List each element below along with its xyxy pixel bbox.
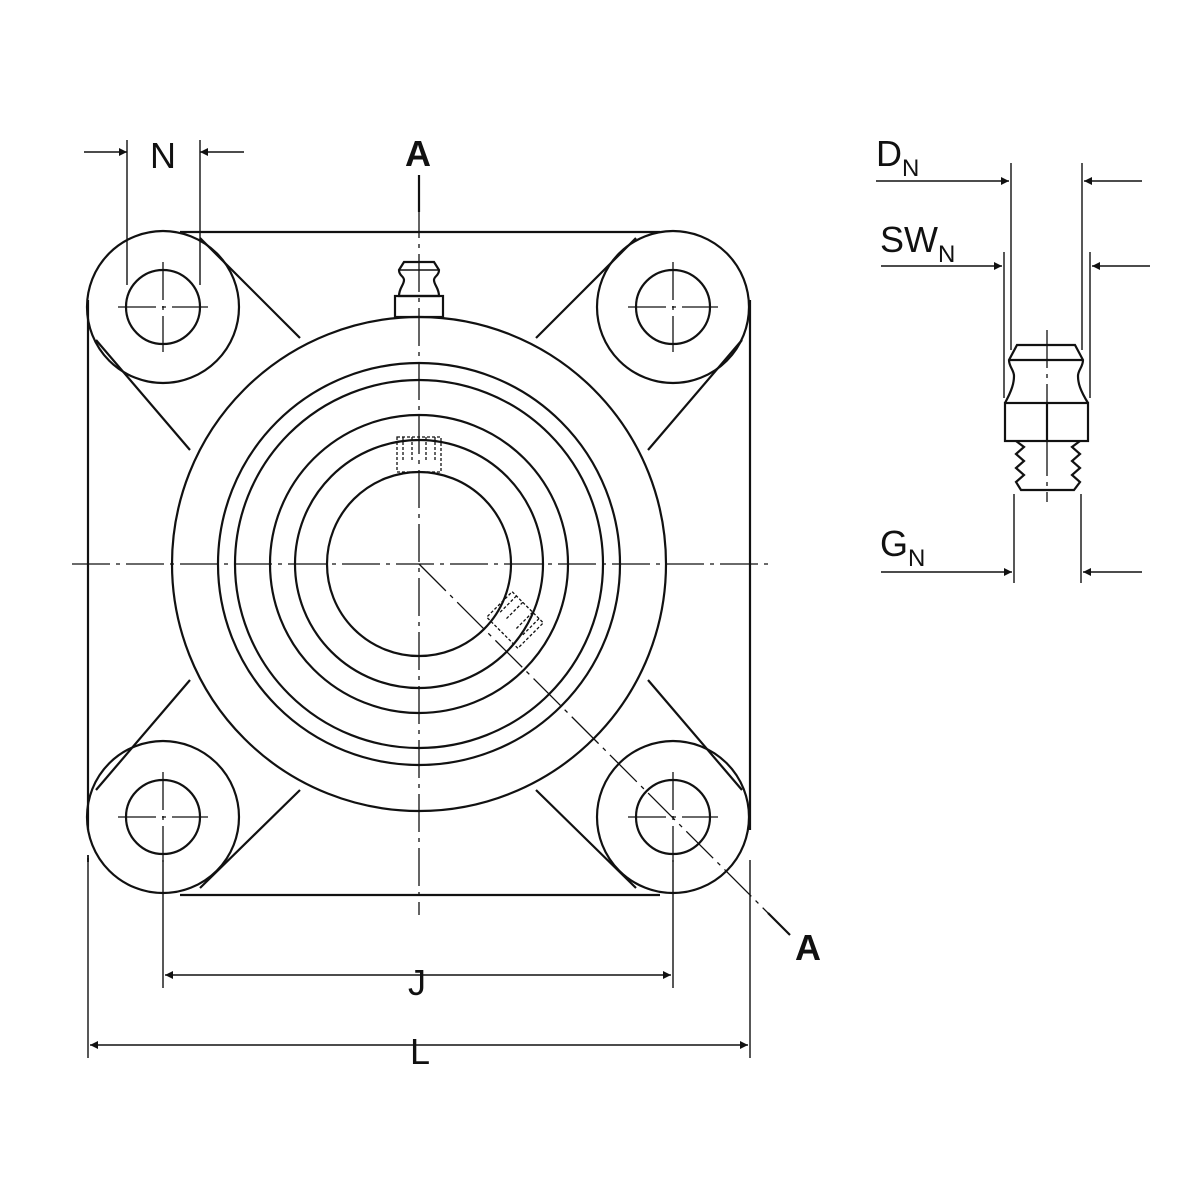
label-L: L [410, 1031, 430, 1072]
label-DN: DN [876, 133, 919, 182]
label-J: J [408, 962, 426, 1003]
housing-outline [85, 229, 752, 897]
label-GN: GN [880, 523, 925, 572]
dimension-J [162, 860, 674, 988]
label-N: N [150, 135, 176, 176]
dimension-N [84, 140, 244, 285]
dimension-L [87, 855, 751, 1058]
section-label-bottom: A [795, 927, 821, 968]
label-SWN: SWN [880, 219, 955, 268]
grease-nipple-detail [876, 163, 1150, 583]
section-label-top: A [405, 133, 431, 174]
set-screw-angled [485, 590, 545, 650]
bolt-holes [118, 262, 718, 862]
